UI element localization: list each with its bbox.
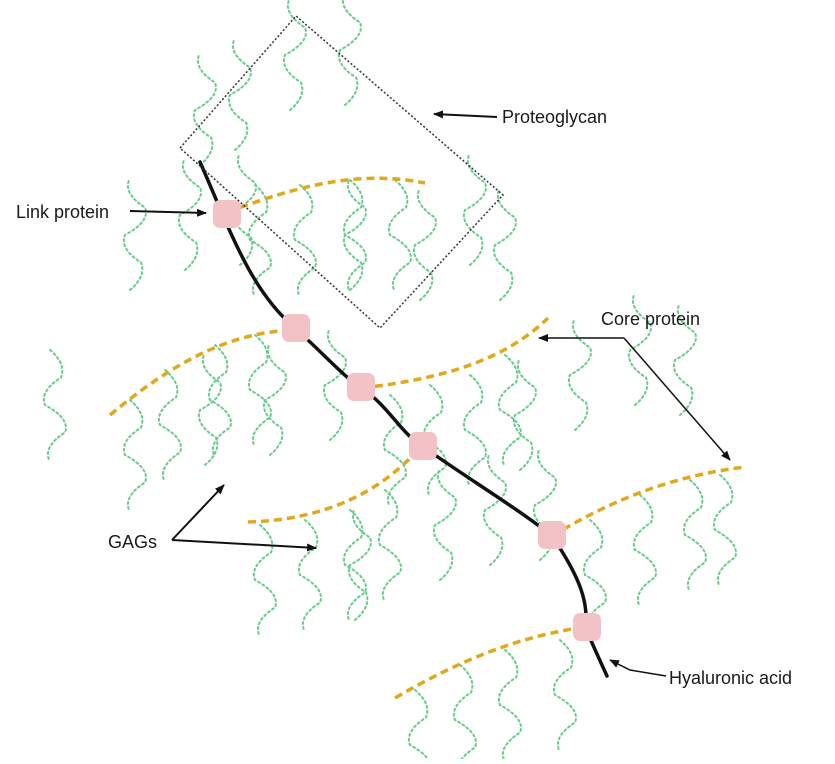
core-protein-leader-right: [623, 337, 731, 461]
gag-chain: [122, 179, 147, 291]
gag-chain: [227, 39, 252, 151]
labels-group: Proteoglycan Link protein Core protein G…: [16, 107, 792, 688]
gag-chains-group: [42, 0, 737, 764]
gag-chain: [247, 334, 272, 446]
core-protein-2: [108, 328, 301, 417]
gag-chain: [337, 0, 362, 106]
gag-chain: [712, 474, 737, 586]
gag-chain: [462, 374, 487, 486]
gag-chain: [512, 359, 537, 471]
gags-leader-upper: [171, 484, 225, 541]
link-protein-2: [282, 314, 310, 342]
hyaluronic-acid-strand: [198, 160, 609, 678]
proteoglycan-box: [178, 14, 505, 330]
gag-chain: [262, 344, 287, 456]
gag-chain: [452, 664, 477, 764]
gag-chain: [462, 154, 487, 266]
gag-chain: [177, 159, 202, 271]
link-proteins-group: [213, 200, 601, 641]
gag-chain: [407, 689, 432, 764]
gag-chain: [247, 184, 272, 296]
link-protein-leader: [129, 208, 207, 217]
core-protein-1: [227, 176, 426, 214]
link-protein-5: [538, 521, 566, 549]
gag-chain: [497, 649, 522, 761]
label-core-protein: Core protein: [601, 309, 700, 329]
gag-chain: [582, 519, 607, 631]
gag-chain: [497, 354, 522, 466]
gag-chain: [282, 0, 307, 111]
gag-chain: [387, 179, 412, 291]
gag-chain: [322, 329, 347, 441]
core-protein-4: [247, 443, 424, 524]
gag-chain: [252, 524, 277, 636]
core-protein-6: [394, 625, 586, 700]
label-proteoglycan: Proteoglycan: [502, 107, 607, 127]
gag-chain: [297, 519, 322, 631]
gag-chain: [532, 449, 557, 561]
gag-chain: [567, 319, 592, 431]
core-proteins-group: [108, 176, 746, 700]
gag-chain: [347, 509, 372, 621]
gag-chain: [672, 304, 697, 416]
gag-chain: [682, 479, 707, 591]
link-protein-1: [213, 200, 241, 228]
label-hyaluronic-acid: Hyaluronic acid: [669, 668, 792, 688]
core-protein-3: [361, 316, 550, 390]
gag-chain: [197, 354, 222, 466]
gag-chain: [292, 184, 317, 296]
gag-chain: [482, 454, 507, 566]
link-protein-4: [409, 432, 437, 460]
label-link-protein: Link protein: [16, 202, 109, 222]
gag-chain: [412, 189, 437, 301]
gag-chain: [157, 369, 182, 481]
hyaluronic-acid-leader: [609, 659, 667, 677]
gag-chain: [432, 469, 457, 581]
gag-chain: [377, 489, 402, 601]
gag-chain: [627, 294, 652, 406]
gag-chain: [207, 344, 232, 456]
link-protein-6: [573, 613, 601, 641]
core-protein-5: [551, 465, 746, 538]
gag-chain: [552, 639, 577, 751]
gag-chain: [122, 399, 147, 511]
proteoglycan-leader: [433, 110, 498, 119]
gag-chain: [492, 189, 517, 301]
link-protein-3: [347, 373, 375, 401]
gag-chain: [342, 179, 367, 291]
gag-chain: [382, 394, 407, 506]
gag-chain: [192, 54, 217, 166]
gag-chain: [632, 494, 657, 606]
gag-chain: [342, 509, 367, 621]
label-gags: GAGs: [108, 532, 157, 552]
gag-chain: [42, 349, 67, 461]
gags-leader-lower: [171, 539, 317, 552]
leader-lines-group: [129, 110, 731, 677]
